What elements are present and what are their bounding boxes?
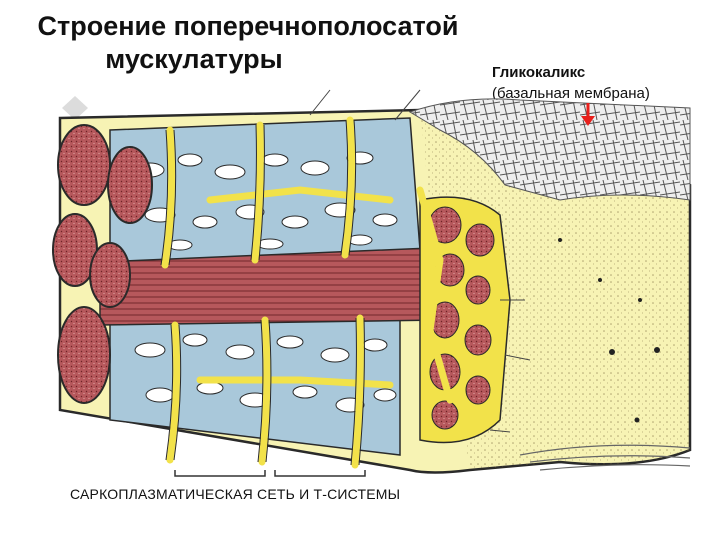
- myofibril-band: [99, 247, 441, 326]
- t-tubules: [161, 116, 454, 469]
- basal-membrane-label: (базальная мембрана): [492, 85, 650, 102]
- myofibril-ends-left: [52, 124, 153, 404]
- callout-lines: [309, 89, 531, 433]
- bottom-brackets: [174, 470, 366, 477]
- watermark-shape: [62, 96, 88, 120]
- page-title: Строение поперечнополосатой мускулатуры: [18, 10, 488, 76]
- glycocalyx-title: Гликокаликс: [492, 64, 586, 81]
- title-line-1: Строение поперечнополосатой: [37, 11, 459, 41]
- cytoplasm-granules: [558, 238, 660, 423]
- basal-fibers-bottom: [519, 444, 691, 471]
- glycocalyx-fibers: [410, 98, 690, 200]
- arrow-down-icon: [581, 116, 595, 126]
- t-tubule-outlines: [160, 119, 365, 466]
- glycocalyx-label: Гликокаликс (базальная мембрана): [492, 62, 712, 104]
- diagram-caption: САРКОПЛАЗМАТИЧЕСКАЯ СЕТЬ И Т-СИСТЕМЫ: [70, 486, 401, 502]
- title-line-2: мускулатуры: [105, 44, 283, 74]
